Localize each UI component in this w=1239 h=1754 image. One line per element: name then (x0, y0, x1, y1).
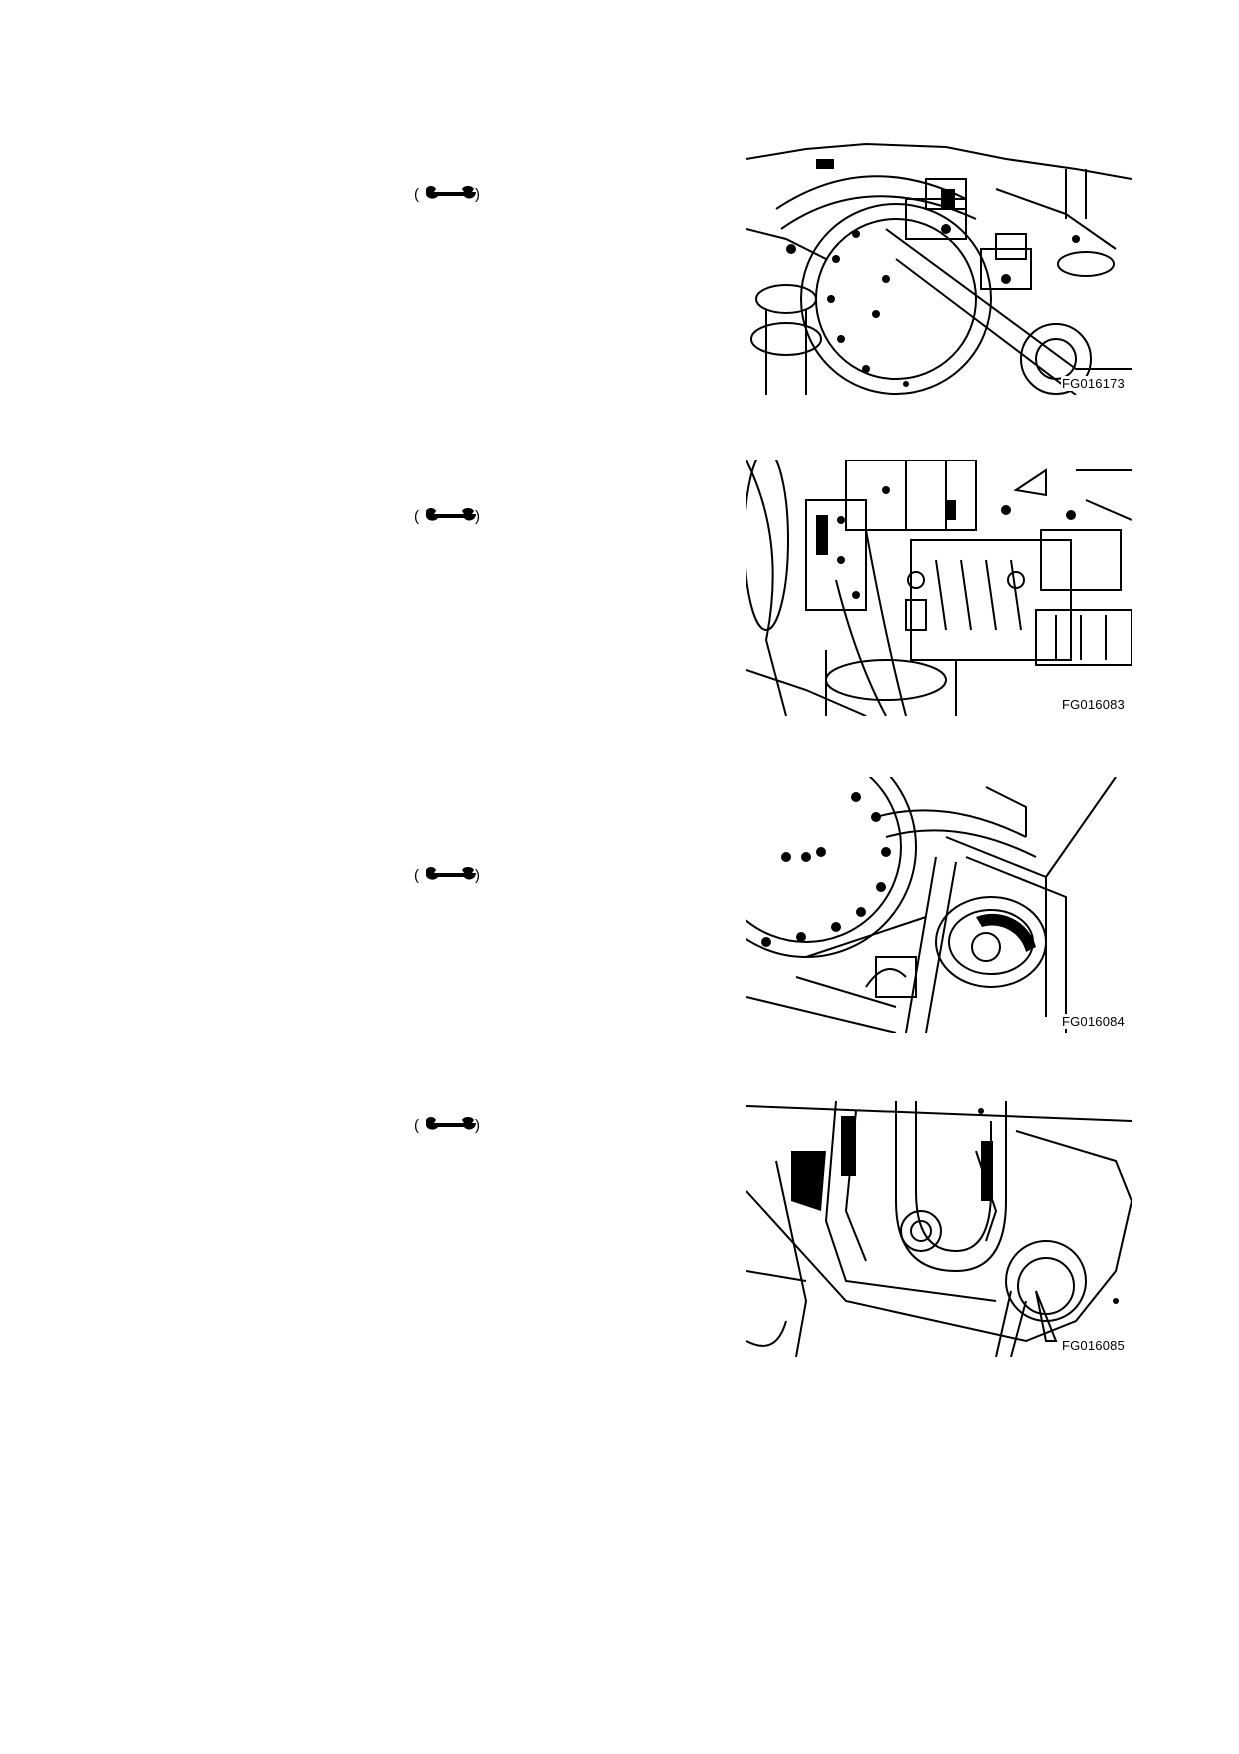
figure-code: FG016083 (1060, 697, 1126, 712)
wrench-symbol: ( ) (414, 505, 484, 529)
wrench-icon (426, 508, 476, 521)
wrench-symbol: ( ) (414, 864, 484, 888)
figure-4-illustration (746, 1101, 1132, 1357)
wrench-icon (426, 186, 476, 199)
figure-1: FG016173 (746, 139, 1132, 395)
wrench-icon (426, 867, 476, 880)
figure-2: FG016083 (746, 460, 1132, 716)
figure-code: FG016085 (1060, 1338, 1126, 1353)
figure-1-illustration (746, 139, 1132, 395)
wrench-symbol: ( ) (414, 183, 484, 207)
wrench-symbol: ( ) (414, 1114, 484, 1138)
figure-3: FG016084 (746, 777, 1132, 1033)
figure-4: FG016085 (746, 1101, 1132, 1357)
wrench-icon (426, 1117, 476, 1130)
figure-3-illustration (746, 777, 1117, 1033)
figure-code: FG016173 (1060, 376, 1126, 391)
figure-code: FG016084 (1060, 1014, 1126, 1029)
figure-2-illustration (746, 460, 1132, 716)
